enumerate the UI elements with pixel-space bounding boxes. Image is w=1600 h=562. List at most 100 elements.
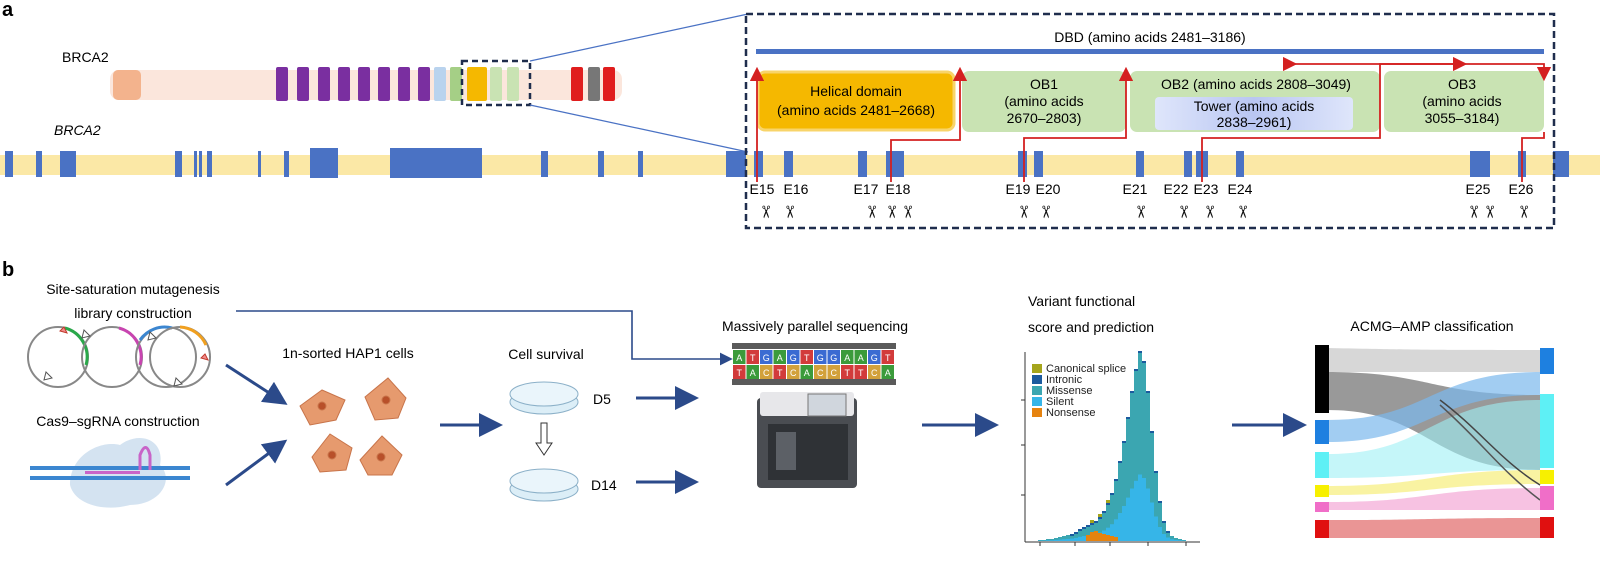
protein-bar [110,67,622,101]
dna-base-label: T [777,368,783,378]
histogram-bar [1134,481,1138,541]
dna-base-label: T [737,368,743,378]
dna-base-label: A [885,368,891,378]
dna-base-label: A [804,368,810,378]
dna-base-label: A [844,353,850,363]
exon-label: E22 [1164,181,1189,197]
histogram-bar [1106,503,1110,505]
histogram-bar [1150,503,1154,542]
histogram-bar [1134,369,1138,371]
dna-base-label: C [871,368,878,378]
histogram-bar [1142,361,1146,363]
histogram-bar [1106,500,1110,503]
histogram-bar [1130,489,1134,542]
acmg-sankey [1315,345,1554,538]
panel-a-label: a [2,0,14,21]
dna-base-label: G [790,353,797,363]
gene-name: BRCA2 [54,122,101,138]
dna-base-label: T [885,353,891,363]
dna-base-label: T [804,353,810,363]
histogram-bar [1178,540,1182,541]
scissors-icon: ✂ [1014,205,1033,219]
dna-base-label: C [763,368,770,378]
histogram-bar [1162,534,1166,541]
tower-line2: 2838–2961) [1217,114,1292,130]
exon-label: E26 [1509,181,1534,197]
exon-label: E23 [1194,181,1219,197]
dna-base-label: T [845,368,851,378]
dna-base-label: G [763,353,770,363]
vfs-line1: Variant functional [1028,293,1135,309]
d14-label: D14 [591,477,617,493]
exon-label: E24 [1228,181,1253,197]
histogram-bar [1090,523,1094,525]
histogram-bar [1074,532,1078,534]
exon-label: E19 [1006,181,1031,197]
histogram-bar [1114,479,1118,481]
histogram-bar [1070,539,1074,541]
histogram-bar [1046,540,1050,541]
histogram-legend: Canonical spliceIntronicMissenseSilentNo… [1032,363,1126,419]
dna-base-label: T [750,353,756,363]
seq-label: Massively parallel sequencing [722,318,908,334]
histogram-bar [1102,534,1106,541]
exon-label: E17 [854,181,879,197]
histogram-bar [1082,527,1086,529]
histogram-bar [1066,539,1070,541]
ob1-line1: OB1 [1030,76,1058,92]
scissors-icon: ✂ [1036,205,1055,219]
ssm-line2: library construction [74,305,192,321]
hap1-label: 1n-sorted HAP1 cells [282,345,414,361]
histogram-bar [1094,521,1098,523]
exon-label: E16 [784,181,809,197]
histogram-bar [1110,493,1114,495]
exon-label: E20 [1036,181,1061,197]
histogram-bar [1166,538,1170,542]
histogram-bar [1098,514,1102,517]
scissors-icon: ✂ [756,205,775,219]
scissors-icon: ✂ [1174,205,1193,219]
dna-base-label: G [817,353,824,363]
dna-base-label: C [790,368,797,378]
histogram-bar [1126,417,1130,419]
plasmid-library-icon [28,327,210,387]
histogram-bar [1086,525,1090,527]
legend-swatch [1032,364,1042,373]
histogram-bar [1102,511,1106,513]
scissors-icon: ✂ [1514,205,1533,219]
scissors-icon: ✂ [1233,205,1252,219]
legend-swatch [1032,386,1042,395]
dna-base-label: A [736,353,742,363]
histogram-bar [1146,391,1150,393]
histogram-bar [1154,517,1158,542]
histogram-bar [1090,520,1094,523]
histogram-bar [1146,489,1150,542]
histogram-bar [1070,534,1074,536]
histogram-bar [1122,506,1126,541]
panel-b-label: b [2,259,14,281]
histogram-bar [1126,498,1130,541]
scissors-icon: ✂ [780,205,799,219]
petri-dish-d14-icon [510,469,578,501]
exon-labels: E15 E16 E17 E18 E19 E20 E21 E22 E23 E24 … [750,181,1534,197]
legend-swatch [1032,408,1042,417]
legend-label: Nonsense [1046,407,1096,419]
survival-label: Cell survival [508,346,583,362]
helical-line1: Helical domain [810,83,902,99]
legend-swatch [1032,375,1042,384]
histogram-bar [1158,527,1162,541]
protein-name: BRCA2 [62,49,109,65]
histogram-bar [1150,431,1154,433]
helical-line2: (amino acids 2481–2668) [777,102,935,118]
histogram-bar [1078,529,1082,531]
vfs-line2: score and prediction [1028,319,1154,335]
histogram-bar [1158,501,1162,503]
histogram-bar [1122,441,1126,443]
scissors-icon: ✂ [1480,205,1499,219]
dna-base-label: A [777,353,783,363]
acmg-label: ACMG–AMP classification [1350,318,1513,334]
dna-base-label: C [831,368,838,378]
histogram-bar [1162,521,1166,523]
